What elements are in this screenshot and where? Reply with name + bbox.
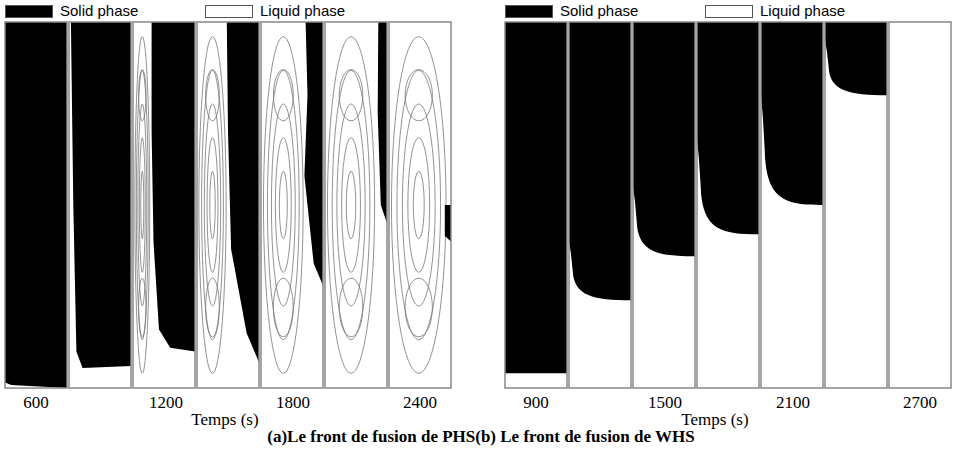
axis-title: Temps (s)	[191, 410, 258, 430]
streamline	[279, 171, 287, 238]
frame-border	[69, 22, 131, 388]
streamline	[391, 37, 446, 374]
frame-border	[325, 22, 387, 388]
frame-border	[697, 22, 759, 388]
streamline	[199, 37, 226, 374]
frame-border	[133, 22, 195, 388]
streamline	[346, 171, 355, 238]
streamline	[275, 138, 291, 273]
tick-label: 600	[23, 393, 49, 413]
streamline	[139, 278, 146, 337]
solid-phase	[378, 22, 387, 223]
streamline	[402, 104, 435, 306]
frame-ground	[889, 22, 951, 388]
frame-ground	[505, 22, 567, 388]
legend-text: Liquid phase	[760, 2, 845, 19]
streamline	[408, 138, 430, 273]
frame-ground	[825, 22, 887, 388]
tick-label: 1500	[648, 393, 682, 413]
solid-phase	[5, 22, 67, 388]
solid-phase	[633, 22, 695, 256]
solid-phase	[445, 205, 451, 242]
solid-phase	[71, 22, 131, 368]
streamline	[207, 138, 218, 273]
frame-ground	[69, 22, 131, 388]
frame-ground	[633, 22, 695, 388]
tick-label: 2700	[903, 393, 937, 413]
legend-swatch	[205, 5, 253, 18]
streamline	[342, 138, 361, 273]
frame-border	[761, 22, 823, 388]
streamline	[206, 70, 220, 121]
tick-label: 900	[523, 393, 549, 413]
frame-ground	[569, 22, 631, 388]
streamline	[273, 278, 293, 337]
frame-border	[261, 22, 323, 388]
streamline	[206, 278, 220, 337]
frame-border	[889, 22, 951, 388]
streamline	[139, 70, 146, 121]
streamline	[210, 171, 215, 238]
frame-ground	[697, 22, 759, 388]
frame-border	[825, 22, 887, 388]
figure-caption: (a)Le front de fusion de PHS(b) Le front…	[267, 427, 694, 447]
streamline	[267, 70, 299, 339]
tick-label: 2400	[403, 393, 437, 413]
frame-ground	[5, 22, 67, 388]
streamline	[141, 171, 144, 238]
legend-swatch	[505, 5, 553, 18]
tick-label: 1200	[149, 393, 183, 413]
streamline	[273, 70, 293, 121]
streamline	[202, 70, 224, 339]
legend-swatch	[5, 5, 53, 18]
streamline	[263, 37, 303, 374]
frame-border	[569, 22, 631, 388]
legend-text: Solid phase	[560, 2, 638, 19]
streamline	[139, 138, 145, 273]
solid-phase	[697, 22, 759, 234]
frame-ground	[197, 22, 259, 388]
streamline	[413, 171, 424, 238]
streamline	[405, 278, 432, 337]
frame-ground	[389, 22, 451, 388]
solid-phase	[227, 22, 259, 362]
solid-phase	[304, 22, 323, 286]
solid-phase	[825, 22, 887, 95]
frame-ground	[261, 22, 323, 388]
frame-ground	[761, 22, 823, 388]
frame-ground	[325, 22, 387, 388]
streamline	[327, 37, 374, 374]
streamline	[339, 278, 363, 337]
frame-ground	[133, 22, 195, 388]
streamline	[397, 70, 441, 339]
streamline	[135, 37, 150, 374]
tick-label: 1800	[276, 393, 310, 413]
streamline	[405, 70, 432, 121]
streamline	[204, 104, 220, 306]
streamline	[271, 104, 295, 306]
solid-phase	[505, 22, 567, 373]
streamline	[136, 70, 148, 339]
tick-label: 2100	[776, 393, 810, 413]
solid-phase	[569, 22, 631, 300]
frame-border	[633, 22, 695, 388]
legend-text: Solid phase	[60, 2, 138, 19]
streamline	[138, 104, 147, 306]
solid-phase	[152, 22, 195, 351]
streamline	[332, 70, 370, 339]
streamline	[337, 104, 365, 306]
frame-border	[5, 22, 67, 388]
frame-border	[505, 22, 567, 388]
legend-text: Liquid phase	[260, 2, 345, 19]
legend-swatch	[705, 5, 753, 18]
frame-border	[389, 22, 451, 388]
streamline	[339, 70, 363, 121]
frame-border	[197, 22, 259, 388]
solid-phase	[761, 22, 823, 205]
